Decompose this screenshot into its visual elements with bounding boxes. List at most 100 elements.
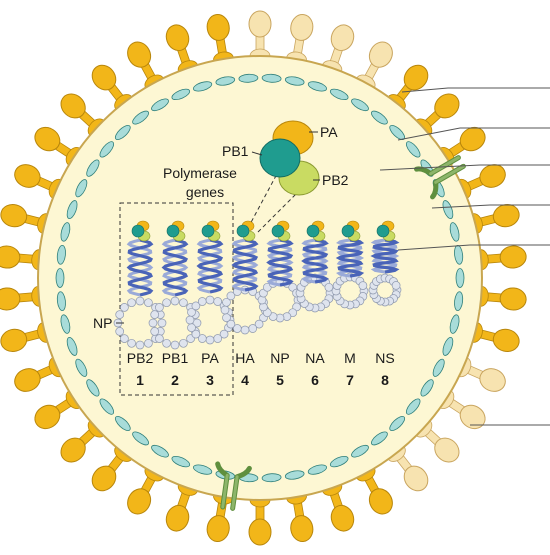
rna-strand-back (336, 238, 365, 278)
pb1-cap (376, 224, 390, 238)
polymerase-subtitle: genes (186, 184, 224, 200)
np-bead (135, 296, 145, 306)
matrix-protein (238, 73, 259, 83)
matrix-protein (60, 222, 71, 242)
np-bead (135, 340, 145, 350)
np-bead (170, 340, 180, 350)
pb1-cap (201, 224, 215, 238)
polymerase-complex: PA PB1 PB2 (222, 120, 349, 196)
np-bead (358, 281, 368, 290)
segment-name-6: NA (305, 350, 325, 366)
pb1-cap (236, 224, 250, 238)
matrix-protein (442, 336, 454, 356)
np-bead (115, 310, 125, 319)
np-bead (213, 297, 223, 306)
matrix-protein (193, 464, 213, 475)
m2-channel (414, 155, 466, 200)
rna-strand-front (231, 238, 259, 292)
np-bead (232, 324, 242, 333)
np-bead (248, 324, 258, 333)
matrix-protein (455, 268, 465, 288)
np-label: NP (93, 315, 112, 331)
rna-strand-back (126, 238, 154, 297)
matrix-protein (151, 98, 169, 112)
matrix-protein (261, 473, 282, 483)
np-bead (144, 298, 153, 308)
segment-name-7: M (344, 350, 356, 366)
np-bead (127, 338, 136, 348)
np-bead (213, 334, 223, 343)
matrix-protein (389, 415, 406, 432)
matrix-protein (284, 470, 305, 480)
matrix-protein (193, 81, 213, 92)
matrix-protein (454, 244, 464, 265)
rna-strand-front (196, 238, 224, 294)
segment-number-1: 1 (136, 372, 144, 388)
rnp-segment-5 (257, 220, 303, 323)
np-bead (254, 319, 264, 329)
matrix-protein (329, 88, 349, 101)
matrix-protein (351, 98, 369, 112)
np-bead (155, 303, 164, 312)
np-bead (150, 327, 160, 336)
np-bead (144, 338, 153, 348)
np-bead (170, 296, 180, 306)
matrix-protein (449, 314, 460, 334)
pb1-cap (271, 224, 285, 238)
rnp-segment-7 (331, 220, 369, 310)
matrix-protein (371, 431, 388, 446)
rnp-segments (113, 220, 402, 350)
np-bead (222, 297, 231, 307)
m2-ion-channels (215, 155, 466, 511)
matrix-protein (449, 222, 460, 242)
matrix-protein (432, 358, 445, 377)
np-bead (226, 291, 236, 301)
np-bead (240, 325, 250, 335)
matrix-protein (171, 88, 191, 101)
matrix-protein (56, 291, 66, 312)
np-bead (148, 318, 158, 328)
zoom-line-right (257, 187, 303, 233)
pb1-cap (166, 224, 180, 238)
np-bead (120, 334, 129, 343)
np-bead (187, 307, 196, 317)
matrix-protein (66, 200, 78, 220)
np-bead (179, 298, 188, 308)
segment-number-3: 3 (206, 372, 214, 388)
matrix-protein (75, 179, 88, 198)
matrix-protein (284, 76, 305, 86)
polymerase-title: Polymerase (163, 165, 237, 181)
np-bead (179, 338, 188, 348)
matrix-protein (442, 200, 454, 220)
rna-strand-front (161, 238, 189, 297)
np-bead (324, 282, 334, 292)
segment-number-2: 2 (171, 372, 179, 388)
np-bead (222, 313, 231, 323)
pb1-cap (341, 224, 355, 238)
matrix-protein (307, 464, 327, 475)
pb2-label: PB2 (322, 172, 349, 188)
rnp-segment-6 (295, 220, 335, 313)
rna-strand-back (266, 238, 294, 287)
np-bead (197, 297, 207, 306)
zoom-line-left (247, 171, 279, 229)
segment-number-8: 8 (381, 372, 389, 388)
rnp-segment-8 (368, 220, 402, 307)
np-bead (127, 298, 136, 308)
np-bead (115, 327, 125, 336)
rna-strand-back (161, 238, 189, 297)
m2-channel (215, 461, 252, 511)
np-bead (187, 323, 196, 333)
pa-label: PA (320, 124, 338, 140)
segment-number-7: 7 (346, 372, 354, 388)
np-bead (120, 303, 129, 312)
matrix-protein (55, 268, 65, 288)
segment-name-5: NP (270, 350, 289, 366)
np-bead (191, 301, 201, 311)
matrix-protein (171, 455, 191, 468)
matrix-protein (86, 379, 100, 397)
matrix-protein-layer (55, 73, 465, 483)
segment-name-8: NS (375, 350, 394, 366)
